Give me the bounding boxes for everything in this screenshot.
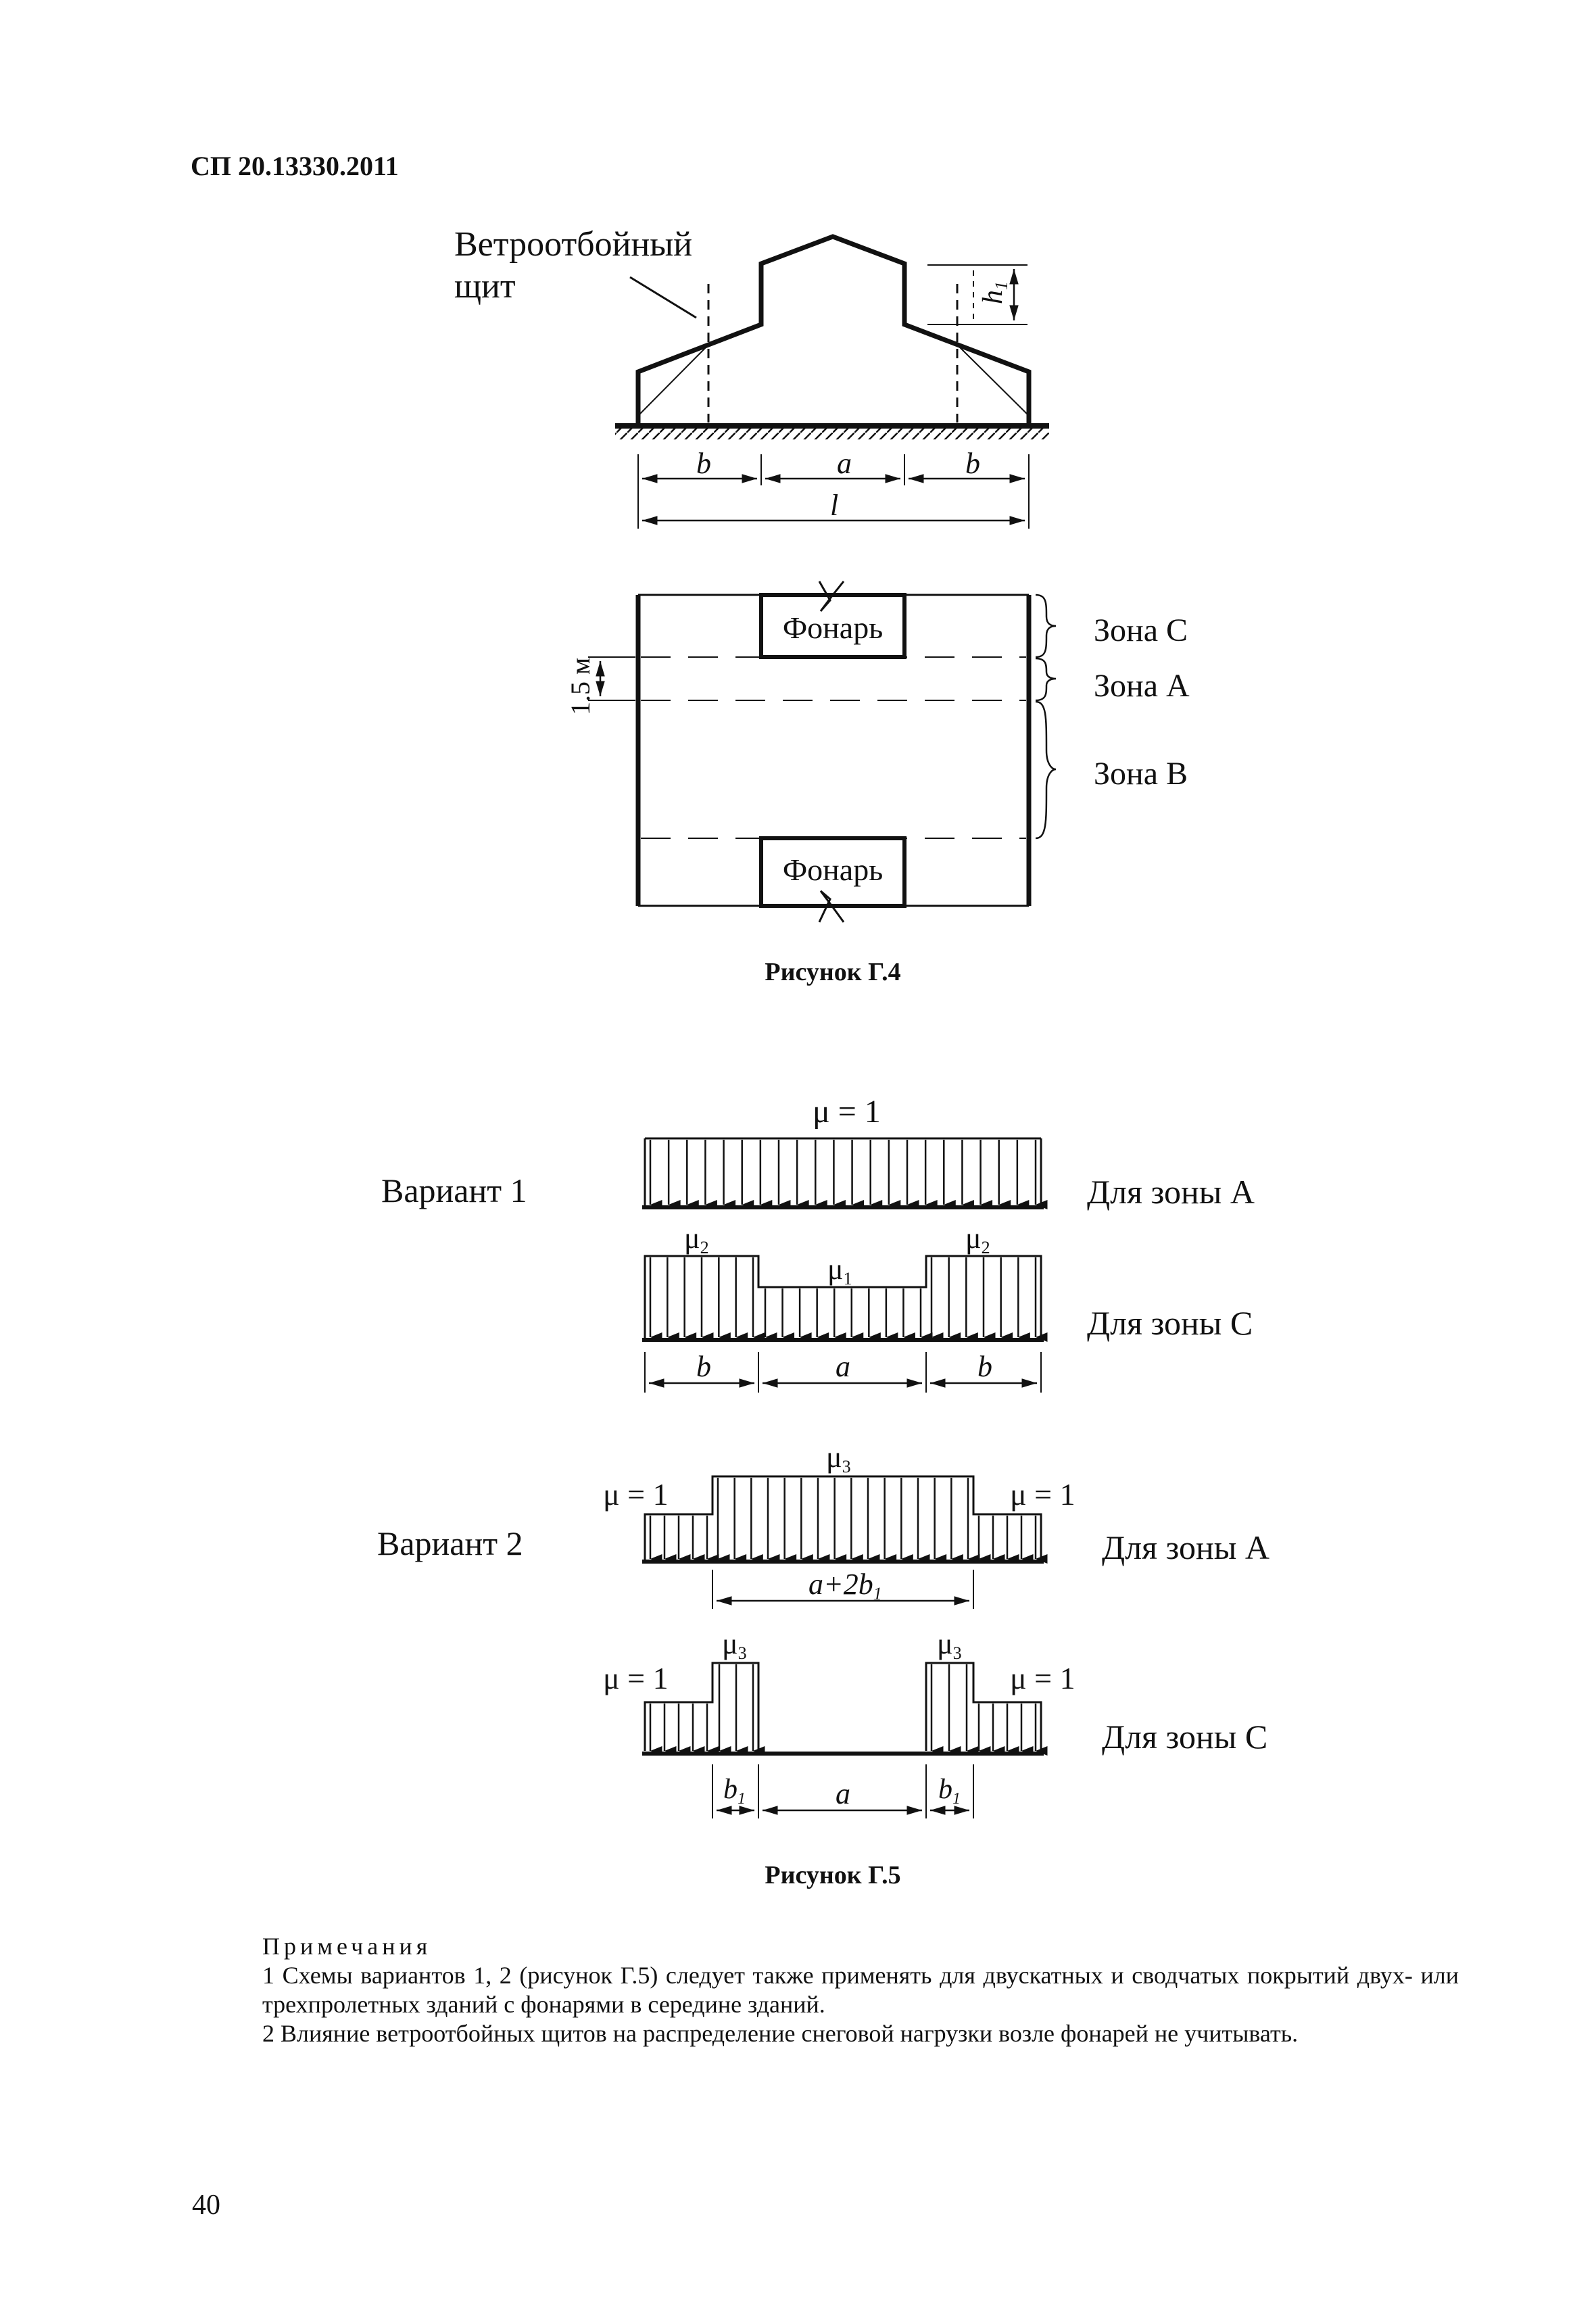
shield-brace-left (637, 344, 709, 416)
dim-a: a (837, 447, 852, 480)
variant1-label: Вариант 1 (381, 1172, 527, 1209)
figure-g4: Ветроотбойный щит h1 b a b l Фонарь Фона… (454, 225, 1190, 986)
v1-mu2-left: μ2 (684, 1222, 709, 1257)
wind-shield-label-1: Ветроотбойный (454, 225, 692, 264)
v2-mu3-right: μ3 (937, 1627, 962, 1663)
v2-dim-a2b: a+2b1 (808, 1568, 882, 1603)
v1-zone-c-label: Для зоны С (1087, 1304, 1253, 1342)
v2-mu3-top: μ3 (826, 1441, 851, 1476)
v2-mu-left-a: μ = 1 (603, 1477, 669, 1512)
v2-mu-left-c: μ = 1 (603, 1661, 669, 1695)
v2c-load-right (925, 1662, 1042, 1751)
brace-zone-b (1035, 700, 1057, 840)
brace-zone-a (1035, 657, 1057, 702)
v1-dim-b-right: b (977, 1350, 992, 1383)
dim-b-right: b (965, 447, 980, 480)
dim-b-left: b (696, 447, 711, 480)
brace-zone-c (1035, 594, 1057, 658)
document-header: СП 20.13330.2011 (191, 151, 399, 181)
wind-shield-label-2: щит (454, 267, 516, 306)
v2-dim-b1-right: b1 (938, 1774, 961, 1808)
v1-zone-a-load (642, 1137, 1048, 1209)
v1-mu2-right: μ2 (965, 1222, 990, 1257)
zone-b-label: Зона В (1094, 756, 1188, 792)
v1-zone-c-load (642, 1255, 1048, 1342)
break-mark-top (818, 581, 845, 612)
notes-block: Примечания 1 Схемы вариантов 1, 2 (рисун… (262, 1932, 1459, 2048)
figure-g5: Вариант 1 μ = 1 Для зоны А μ2 μ1 μ2 Для … (377, 1094, 1269, 1889)
v2-mu-right-a: μ = 1 (1010, 1477, 1075, 1512)
v2-dim-a: a (836, 1777, 850, 1810)
v1-mu1: μ1 (827, 1253, 852, 1288)
v1-mu-top: μ = 1 (813, 1094, 881, 1130)
lantern-bottom-box (759, 836, 906, 908)
figure-g5-caption: Рисунок Г.5 (765, 1861, 900, 1889)
building-section-outline (635, 234, 1032, 427)
v2-zone-a-label: Для зоны А (1102, 1528, 1269, 1566)
lantern-top-label: Фонарь (783, 610, 883, 645)
v2a-load-outline (644, 1475, 1042, 1560)
dim-l: l (830, 489, 838, 522)
v1-zone-a-label: Для зоны А (1087, 1173, 1255, 1211)
height-label: h1 (977, 281, 1011, 304)
v1-dim-b-left: b (696, 1350, 711, 1383)
v2-dim-b1-left: b1 (723, 1774, 746, 1808)
ground-hatch (615, 429, 1049, 439)
variant2-label: Вариант 2 (377, 1524, 523, 1562)
v1c-load-outline (644, 1255, 1042, 1338)
v2-mu3-left: μ3 (722, 1627, 747, 1663)
figure-g4-caption: Рисунок Г.4 (765, 958, 900, 986)
page-number: 40 (192, 2190, 220, 2221)
v1-dim-a: a (836, 1350, 850, 1383)
v2-mu-right-c: μ = 1 (1010, 1661, 1075, 1695)
v2c-load-left (644, 1662, 760, 1751)
zone-c-label: Зона С (1094, 612, 1188, 648)
notes-title: Примечания (262, 1933, 432, 1960)
v2-zone-c-label: Для зоны С (1102, 1718, 1267, 1756)
v2-zone-c-load (642, 1662, 1048, 1756)
zone-a-label: Зона А (1094, 668, 1190, 704)
wind-shield-leader (629, 276, 697, 319)
lantern-bottom-label: Фонарь (783, 852, 883, 887)
note-item-2: 2 Влияние ветроотбойных щитов на распред… (262, 2020, 1299, 2047)
shield-brace-right (957, 344, 1030, 416)
note-item-1: 1 Схемы вариантов 1, 2 (рисунок Г.5) сле… (262, 1962, 1459, 2018)
v2-zone-a-load (642, 1475, 1048, 1564)
break-mark-bottom (818, 890, 845, 923)
offset-label: 1.5 м (565, 658, 596, 715)
